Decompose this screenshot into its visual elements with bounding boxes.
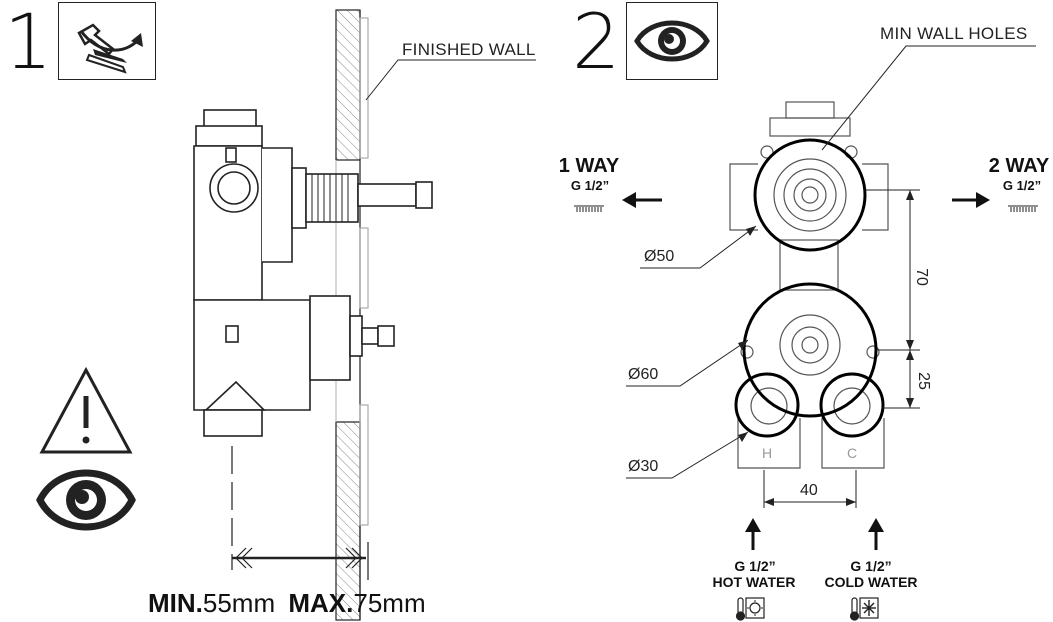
step-2-number: 2 (572, 0, 621, 86)
warning-triangle-icon (39, 366, 133, 454)
shower-icon-left (574, 205, 604, 212)
finished-wall-section (335, 9, 369, 621)
horizontal-dimension (763, 470, 857, 508)
dim-70-label: 70 (912, 268, 930, 286)
cold-inlet-label: COLD WATER (824, 574, 918, 590)
diameter-60-label: Ø60 (628, 366, 659, 383)
min-value: 55mm (202, 588, 276, 618)
eye-icon (634, 20, 710, 62)
min-label: MIN. (148, 588, 203, 618)
port-c-letter: C (847, 445, 857, 461)
hot-inlet-thread: G 1/2” (734, 558, 776, 574)
inlet-arrows (745, 518, 884, 550)
port-h-letter: H (762, 445, 772, 461)
finished-wall-label: FINISHED WALL (402, 40, 536, 59)
valve-front-view (729, 101, 889, 469)
step-2-icon-box (626, 2, 718, 80)
valve-side-view (193, 109, 433, 437)
hot-thermometer-icon (735, 597, 765, 621)
eye-icon-large (36, 469, 136, 531)
step-1-number: 1 (4, 0, 53, 86)
outlet-arrows (622, 192, 990, 208)
vertical-dimensions (866, 189, 920, 409)
max-value: 75mm (353, 588, 426, 618)
outlet-2-way-thread: G 1/2” (1002, 178, 1042, 193)
dimension-leaders (626, 45, 1036, 479)
outlet-1-way-thread: G 1/2” (570, 178, 610, 193)
diameter-50-label: Ø50 (644, 248, 675, 265)
diameter-30-label: Ø30 (628, 458, 659, 475)
dim-40-label: 40 (800, 482, 818, 499)
cold-thermometer-icon (849, 597, 879, 621)
max-label: MAX. (288, 588, 354, 618)
hot-inlet-label: HOT WATER (712, 574, 796, 590)
dim-25-label: 25 (914, 372, 932, 390)
depth-dimension (231, 446, 369, 580)
shower-icon-right (1008, 205, 1038, 212)
cold-inlet-thread: G 1/2” (850, 558, 892, 574)
outlet-2-way-title: 2 WAY (988, 155, 1050, 177)
outlet-1-way-title: 1 WAY (558, 155, 620, 177)
step-1-icon-box (58, 2, 156, 80)
wrench-install-icon (77, 23, 143, 74)
depth-range-label: MIN.55mm MAX.75mm (148, 588, 426, 619)
wall-hole-circles (734, 138, 885, 438)
min-wall-holes-label: MIN WALL HOLES (880, 24, 1028, 43)
finished-wall-leader (365, 59, 536, 101)
